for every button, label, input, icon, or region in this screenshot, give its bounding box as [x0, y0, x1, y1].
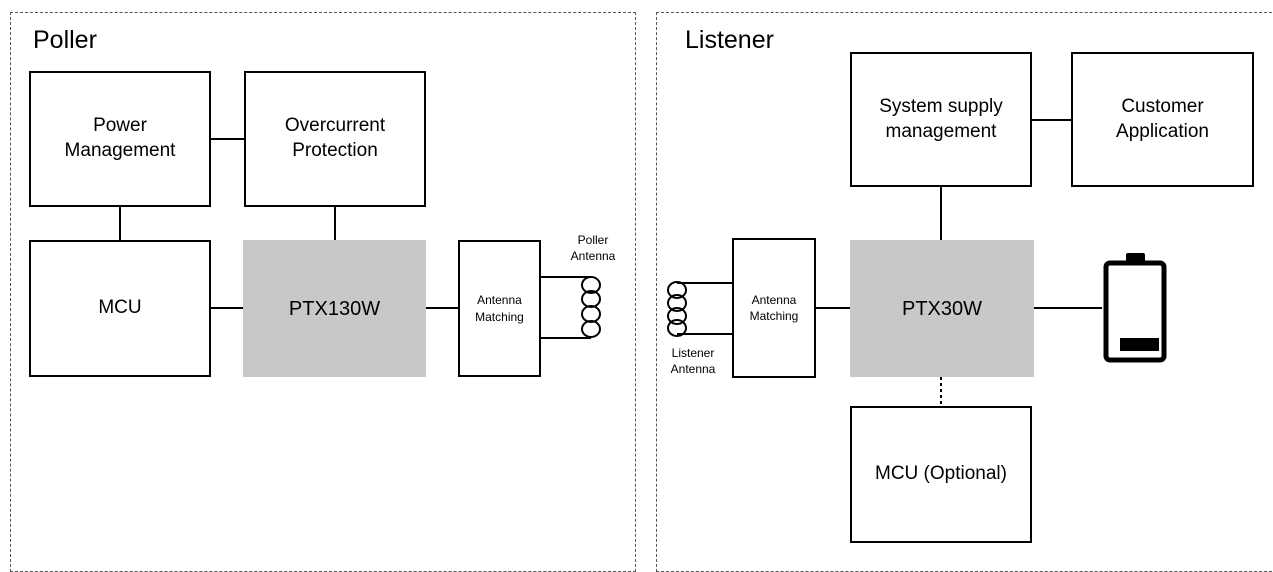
listener-antenna-matching-box: Antenna Matching — [732, 238, 816, 378]
poller-title: Poller — [33, 26, 97, 54]
battery-icon — [1103, 253, 1167, 363]
poller-antenna-label: Poller Antenna — [570, 233, 616, 264]
overcurrent-protection-box: Overcurrent Protection — [244, 71, 426, 207]
poller-mcu-box: MCU — [29, 240, 211, 377]
listener-title: Listener — [685, 26, 774, 54]
poller-coil-icon — [581, 276, 601, 338]
ptx30w-chip: PTX30W — [850, 240, 1034, 377]
listener-antenna-label: Listener Antenna — [670, 346, 716, 377]
system-supply-management-box: System supply management — [850, 52, 1032, 187]
listener-mcu-optional-box: MCU (Optional) — [850, 406, 1032, 543]
poller-antenna-matching-box: Antenna Matching — [458, 240, 541, 377]
connection-lines — [119, 119, 1167, 407]
listener-coil-icon — [667, 281, 687, 337]
ptx130w-chip: PTX130W — [243, 240, 426, 377]
power-management-box: Power Management — [29, 71, 211, 207]
customer-application-box: Customer Application — [1071, 52, 1254, 187]
